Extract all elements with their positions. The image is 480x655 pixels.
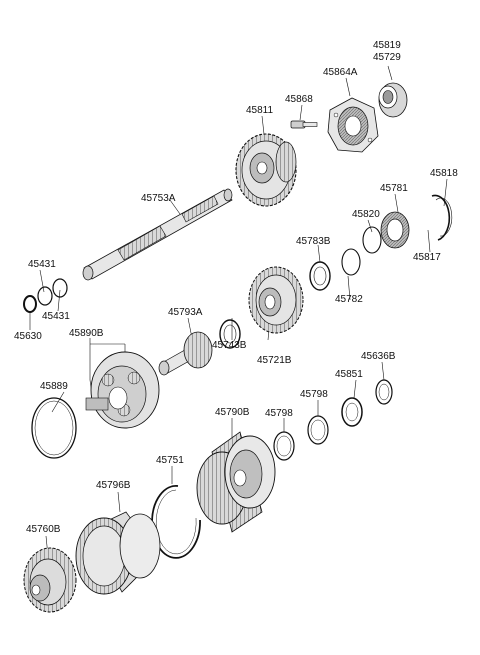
label-45431-lower: 45431 <box>42 311 70 322</box>
label-45796B: 45796B <box>96 480 131 491</box>
label-45818: 45818 <box>430 168 458 179</box>
label-45729: 45729 <box>373 52 401 63</box>
planetary-carrier <box>85 351 160 429</box>
small-rings-left <box>23 278 68 313</box>
snap-ring-right <box>431 194 453 241</box>
label-45811: 45811 <box>246 105 274 116</box>
label-45751: 45751 <box>156 455 184 466</box>
label-45630: 45630 <box>14 331 42 342</box>
leader-lines <box>29 65 448 557</box>
label-45782: 45782 <box>335 294 363 305</box>
label-45783B: 45783B <box>296 236 331 247</box>
label-45820: 45820 <box>352 209 380 220</box>
clutch-drum <box>196 431 276 533</box>
label-45781: 45781 <box>380 183 408 194</box>
bolt <box>290 120 318 129</box>
label-45889: 45889 <box>40 381 68 392</box>
lock-nut <box>378 82 408 118</box>
bearing-right <box>380 211 410 249</box>
label-45817: 45817 <box>413 252 441 263</box>
label-45753A: 45753A <box>141 193 176 204</box>
sun-gear-shaft <box>158 331 213 376</box>
ring-gear-drum <box>75 511 161 595</box>
thrust-washers-lower <box>273 379 393 461</box>
thrust-washer-middle <box>219 319 241 349</box>
label-45636B: 45636B <box>361 351 396 362</box>
label-45431-upper: 45431 <box>28 259 56 270</box>
label-45793A: 45793A <box>168 307 203 318</box>
label-45760B: 45760B <box>26 524 61 535</box>
output-gear-assembly <box>23 547 77 613</box>
label-45798-left: 45798 <box>265 408 293 419</box>
label-45890B: 45890B <box>69 328 104 339</box>
transfer-drive-gear <box>235 133 297 207</box>
bearing-retainer-plate <box>327 97 379 153</box>
driven-gear <box>248 266 304 334</box>
label-45743B: 45743B <box>212 340 247 351</box>
label-45790B: 45790B <box>215 407 250 418</box>
output-shaft <box>82 188 233 281</box>
label-45851: 45851 <box>335 369 363 380</box>
label-45798-right: 45798 <box>300 389 328 400</box>
label-45864A: 45864A <box>323 67 358 78</box>
label-45868: 45868 <box>285 94 313 105</box>
label-45721B: 45721B <box>257 355 292 366</box>
label-45819: 45819 <box>373 40 401 51</box>
large-snap-ring-left <box>31 397 77 459</box>
thrust-washers-right <box>309 226 382 291</box>
